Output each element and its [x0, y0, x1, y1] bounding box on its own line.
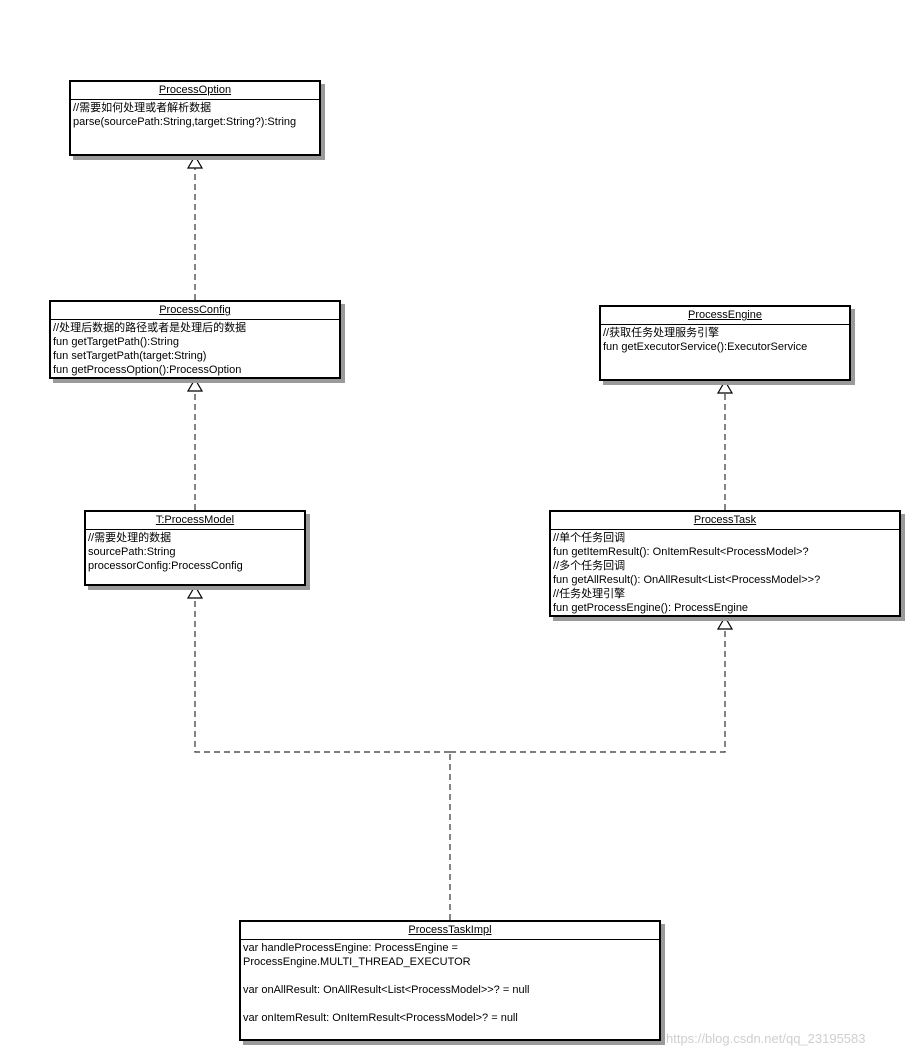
- class-attribute: sourcePath:String: [88, 546, 176, 558]
- class-method: fun getTargetPath():String: [53, 336, 179, 348]
- class-method: fun getProcessEngine(): ProcessEngine: [553, 602, 749, 614]
- class-box-process-engine[interactable]: ProcessEngine //获取任务处理服务引擎 fun getExecut…: [599, 305, 851, 381]
- triangle-arrowhead-model: [186, 584, 204, 599]
- realization-impl-to-task: [450, 629, 726, 753]
- class-comment: //获取任务处理服务引擎: [603, 327, 720, 339]
- class-name: T:ProcessModel: [86, 512, 304, 530]
- class-attribute: var onItemResult: OnItemResult<ProcessMo…: [243, 1012, 518, 1024]
- class-method: fun setTargetPath(target:String): [53, 350, 207, 362]
- class-method: fun getAllResult(): OnAllResult<List<Pro…: [553, 574, 821, 586]
- class-box-process-model[interactable]: T:ProcessModel //需要处理的数据 sourcePath:Stri…: [84, 510, 306, 586]
- watermark-text: https://blog.csdn.net/qq_23195583: [666, 1031, 866, 1046]
- class-spacer: [243, 969, 657, 983]
- class-box-process-config[interactable]: ProcessConfig //处理后数据的路径或者是处理后的数据 fun ge…: [49, 300, 341, 379]
- class-attribute: processorConfig:ProcessConfig: [88, 560, 243, 572]
- class-comment: //需要如何处理或者解析数据: [73, 102, 212, 114]
- class-name: ProcessConfig: [51, 302, 339, 320]
- triangle-arrowhead-task: [716, 615, 734, 630]
- class-attribute: var onAllResult: OnAllResult<List<Proces…: [243, 984, 530, 996]
- triangle-arrowhead-option: [186, 154, 204, 169]
- class-attribute: ProcessEngine.MULTI_THREAD_EXECUTOR: [243, 956, 471, 968]
- triangle-arrowhead-engine: [716, 379, 734, 394]
- realization-impl-to-model: [194, 598, 450, 753]
- class-comment: //单个任务回调: [553, 532, 626, 544]
- class-attribute: var handleProcessEngine: ProcessEngine =: [243, 942, 458, 954]
- class-box-process-task[interactable]: ProcessTask //单个任务回调 fun getItemResult()…: [549, 510, 901, 617]
- class-comment: //处理后数据的路径或者是处理后的数据: [53, 322, 247, 334]
- class-name: ProcessTaskImpl: [241, 922, 659, 940]
- class-name: ProcessTask: [551, 512, 899, 530]
- class-method: fun getItemResult(): OnItemResult<Proces…: [553, 546, 809, 558]
- class-name: ProcessEngine: [601, 307, 849, 325]
- class-box-process-task-impl[interactable]: ProcessTaskImpl var handleProcessEngine:…: [239, 920, 661, 1041]
- class-box-process-option[interactable]: ProcessOption //需要如何处理或者解析数据 parse(sourc…: [69, 80, 321, 156]
- class-name: ProcessOption: [71, 82, 319, 100]
- class-spacer: [243, 997, 657, 1011]
- class-method: parse(sourcePath:String,target:String?):…: [73, 116, 297, 128]
- class-comment: //多个任务回调: [553, 560, 626, 572]
- triangle-arrowhead-config: [186, 377, 204, 392]
- class-comment: //任务处理引擎: [553, 588, 626, 600]
- class-method: fun getProcessOption():ProcessOption: [53, 364, 242, 376]
- class-method: fun getExecutorService():ExecutorService: [603, 341, 808, 353]
- class-comment: //需要处理的数据: [88, 532, 172, 544]
